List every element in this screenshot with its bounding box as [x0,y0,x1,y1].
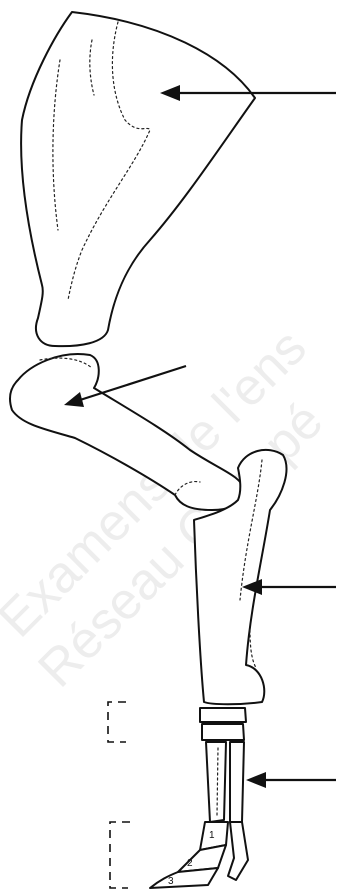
metacarpal-arrow [246,772,336,788]
third-phalanx [150,868,218,888]
phalanges-bracket [110,822,130,888]
radius-arrow [242,579,336,595]
phalanges: 1 2 3 [150,822,248,888]
carpus-bones [200,708,246,740]
brackets [108,702,130,888]
metacarpal-bones [206,742,244,822]
scapula-bone [21,12,255,346]
lateral-digit [228,822,248,880]
phalanx-number-1: 1 [209,830,215,841]
phalanx-number-2: 2 [187,858,193,869]
carpus-bracket [108,702,126,742]
phalanx-number-3: 3 [168,876,174,887]
